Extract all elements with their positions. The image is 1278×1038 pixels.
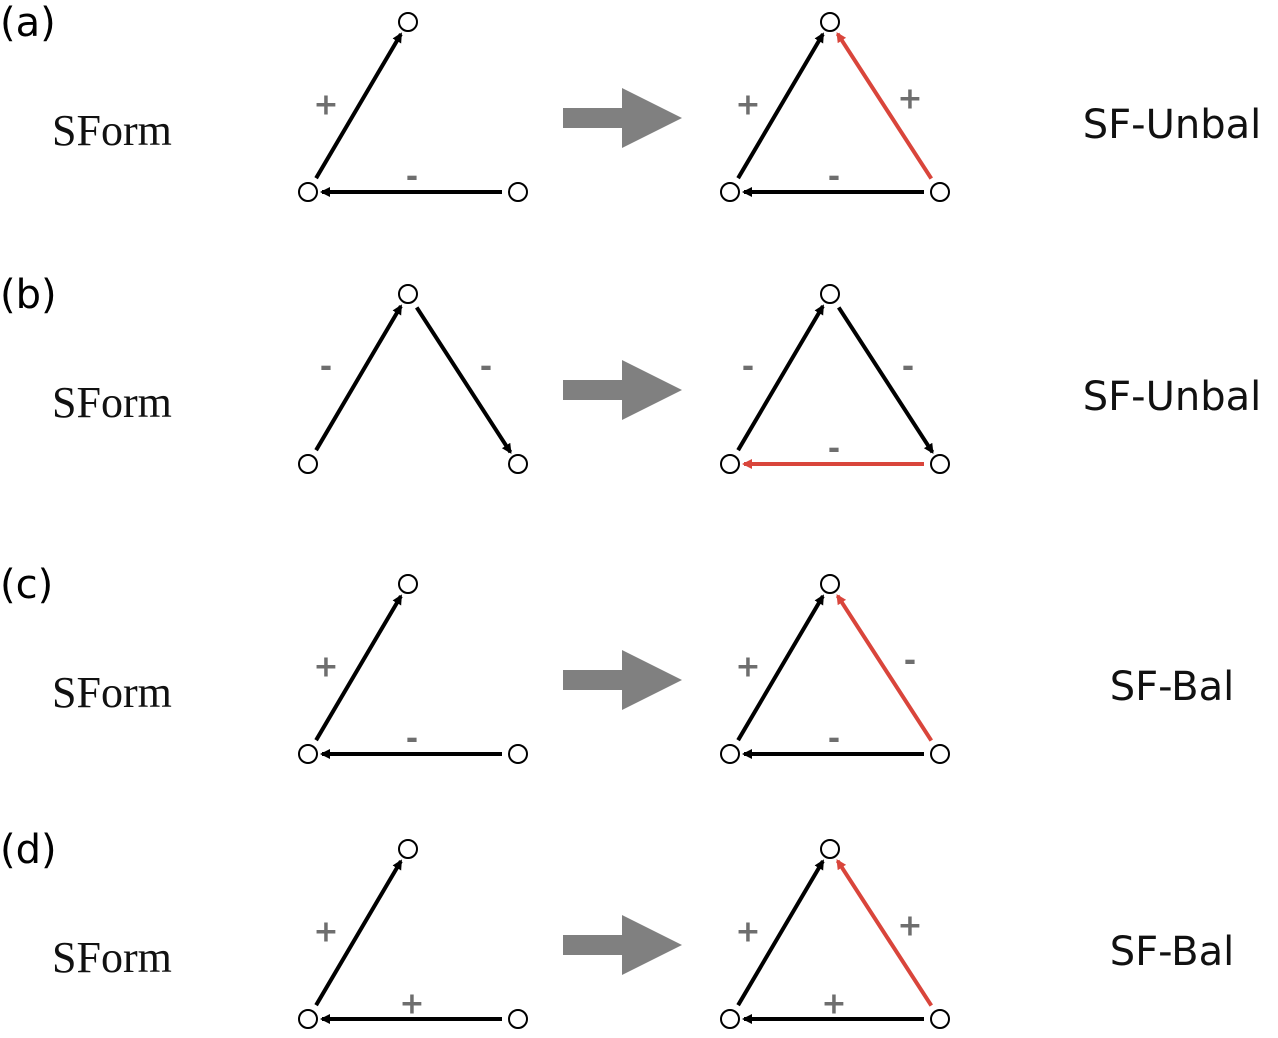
left-label: SForm <box>52 378 172 427</box>
panel-tag: (c) <box>0 562 53 608</box>
after-node-br <box>930 744 950 764</box>
before-node-bl <box>298 454 318 474</box>
before-node-top <box>398 574 418 594</box>
right-label: SF-Bal <box>1110 929 1234 975</box>
left-label: SForm <box>52 668 172 717</box>
before-sign-bottom-left-to-top: + <box>313 88 338 123</box>
panel-tag: (a) <box>0 0 56 46</box>
before-edge-bottom-left-to-top <box>314 859 403 1007</box>
after-sign-bottom-right-to-bottom-left: + <box>821 987 846 1022</box>
before-node-bl <box>298 182 318 202</box>
after-edge-bottom-left-to-top <box>736 594 825 742</box>
right-label: SF-Unbal <box>1083 102 1261 148</box>
after-edge-top-to-bottom-right <box>837 306 935 454</box>
after-sign-bottom-right-to-top: + <box>897 909 922 944</box>
after-sign-top-to-bottom-right: - <box>902 350 914 385</box>
after-sign-bottom-right-to-bottom-left: - <box>828 722 840 757</box>
after-edge-bottom-right-to-top-new <box>835 859 933 1007</box>
after-node-top <box>820 284 840 304</box>
after-node-bl <box>720 744 740 764</box>
panel-tag: (b) <box>0 272 57 318</box>
before-edge-bottom-left-to-top <box>314 32 403 180</box>
before-sign-bottom-right-to-bottom-left: - <box>406 160 418 195</box>
left-label: SForm <box>52 933 172 982</box>
after-node-top <box>820 839 840 859</box>
right-label: SF-Unbal <box>1083 374 1261 420</box>
before-sign-bottom-left-to-top: + <box>313 650 338 685</box>
before-edge-top-to-bottom-right <box>415 306 513 454</box>
before-node-br <box>508 454 528 474</box>
panel-2: (b) SForm SF-Unbal - - - - - <box>0 272 1261 474</box>
after-edge-bottom-left-to-top <box>736 304 825 452</box>
before-node-br <box>508 182 528 202</box>
transition-arrow <box>563 650 682 710</box>
after-node-top <box>820 574 840 594</box>
before-edge-bottom-left-to-top <box>314 594 403 742</box>
before-sign-bottom-right-to-bottom-left: - <box>406 722 418 757</box>
transition-arrow <box>563 915 682 975</box>
after-sign-bottom-left-to-top: + <box>735 915 760 950</box>
after-edge-bottom-left-to-top <box>736 859 825 1007</box>
left-label: SForm <box>52 106 172 155</box>
before-sign-top-to-bottom-right: - <box>480 350 492 385</box>
after-sign-bottom-right-to-bottom-left: - <box>828 160 840 195</box>
after-sign-bottom-left-to-top: + <box>735 88 760 123</box>
after-node-br <box>930 182 950 202</box>
after-sign-bottom-left-to-top: - <box>742 350 754 385</box>
after-sign-bottom-right-to-top: - <box>904 644 916 679</box>
transition-arrow <box>563 360 682 420</box>
panel-1: (a) SForm SF-Unbal + - + - + <box>0 0 1261 202</box>
after-node-top <box>820 12 840 32</box>
before-sign-bottom-right-to-bottom-left: + <box>399 987 424 1022</box>
before-sign-bottom-left-to-top: + <box>313 915 338 950</box>
panel-tag: (d) <box>0 827 57 873</box>
after-node-bl <box>720 1009 740 1029</box>
after-edge-bottom-right-to-top-new <box>835 32 933 180</box>
after-edge-bottom-right-to-top-new <box>835 594 933 742</box>
after-sign-bottom-right-to-top: + <box>897 82 922 117</box>
before-node-br <box>508 1009 528 1029</box>
before-node-bl <box>298 744 318 764</box>
after-edge-bottom-left-to-top <box>736 32 825 180</box>
after-sign-bottom-left-to-top: + <box>735 650 760 685</box>
before-sign-bottom-left-to-top: - <box>320 350 332 385</box>
before-node-bl <box>298 1009 318 1029</box>
before-node-top <box>398 12 418 32</box>
panel-4: (d) SForm SF-Bal + + + + + <box>0 827 1234 1029</box>
after-node-bl <box>720 182 740 202</box>
right-label: SF-Bal <box>1110 664 1234 710</box>
after-sign-bottom-right-to-bottom-left: - <box>828 432 840 467</box>
after-node-br <box>930 1009 950 1029</box>
before-node-br <box>508 744 528 764</box>
before-node-top <box>398 284 418 304</box>
transition-arrow <box>563 88 682 148</box>
after-node-br <box>930 454 950 474</box>
after-node-bl <box>720 454 740 474</box>
before-node-top <box>398 839 418 859</box>
panel-3: (c) SForm SF-Bal + - + - - <box>0 562 1234 764</box>
before-edge-bottom-left-to-top <box>314 304 403 452</box>
